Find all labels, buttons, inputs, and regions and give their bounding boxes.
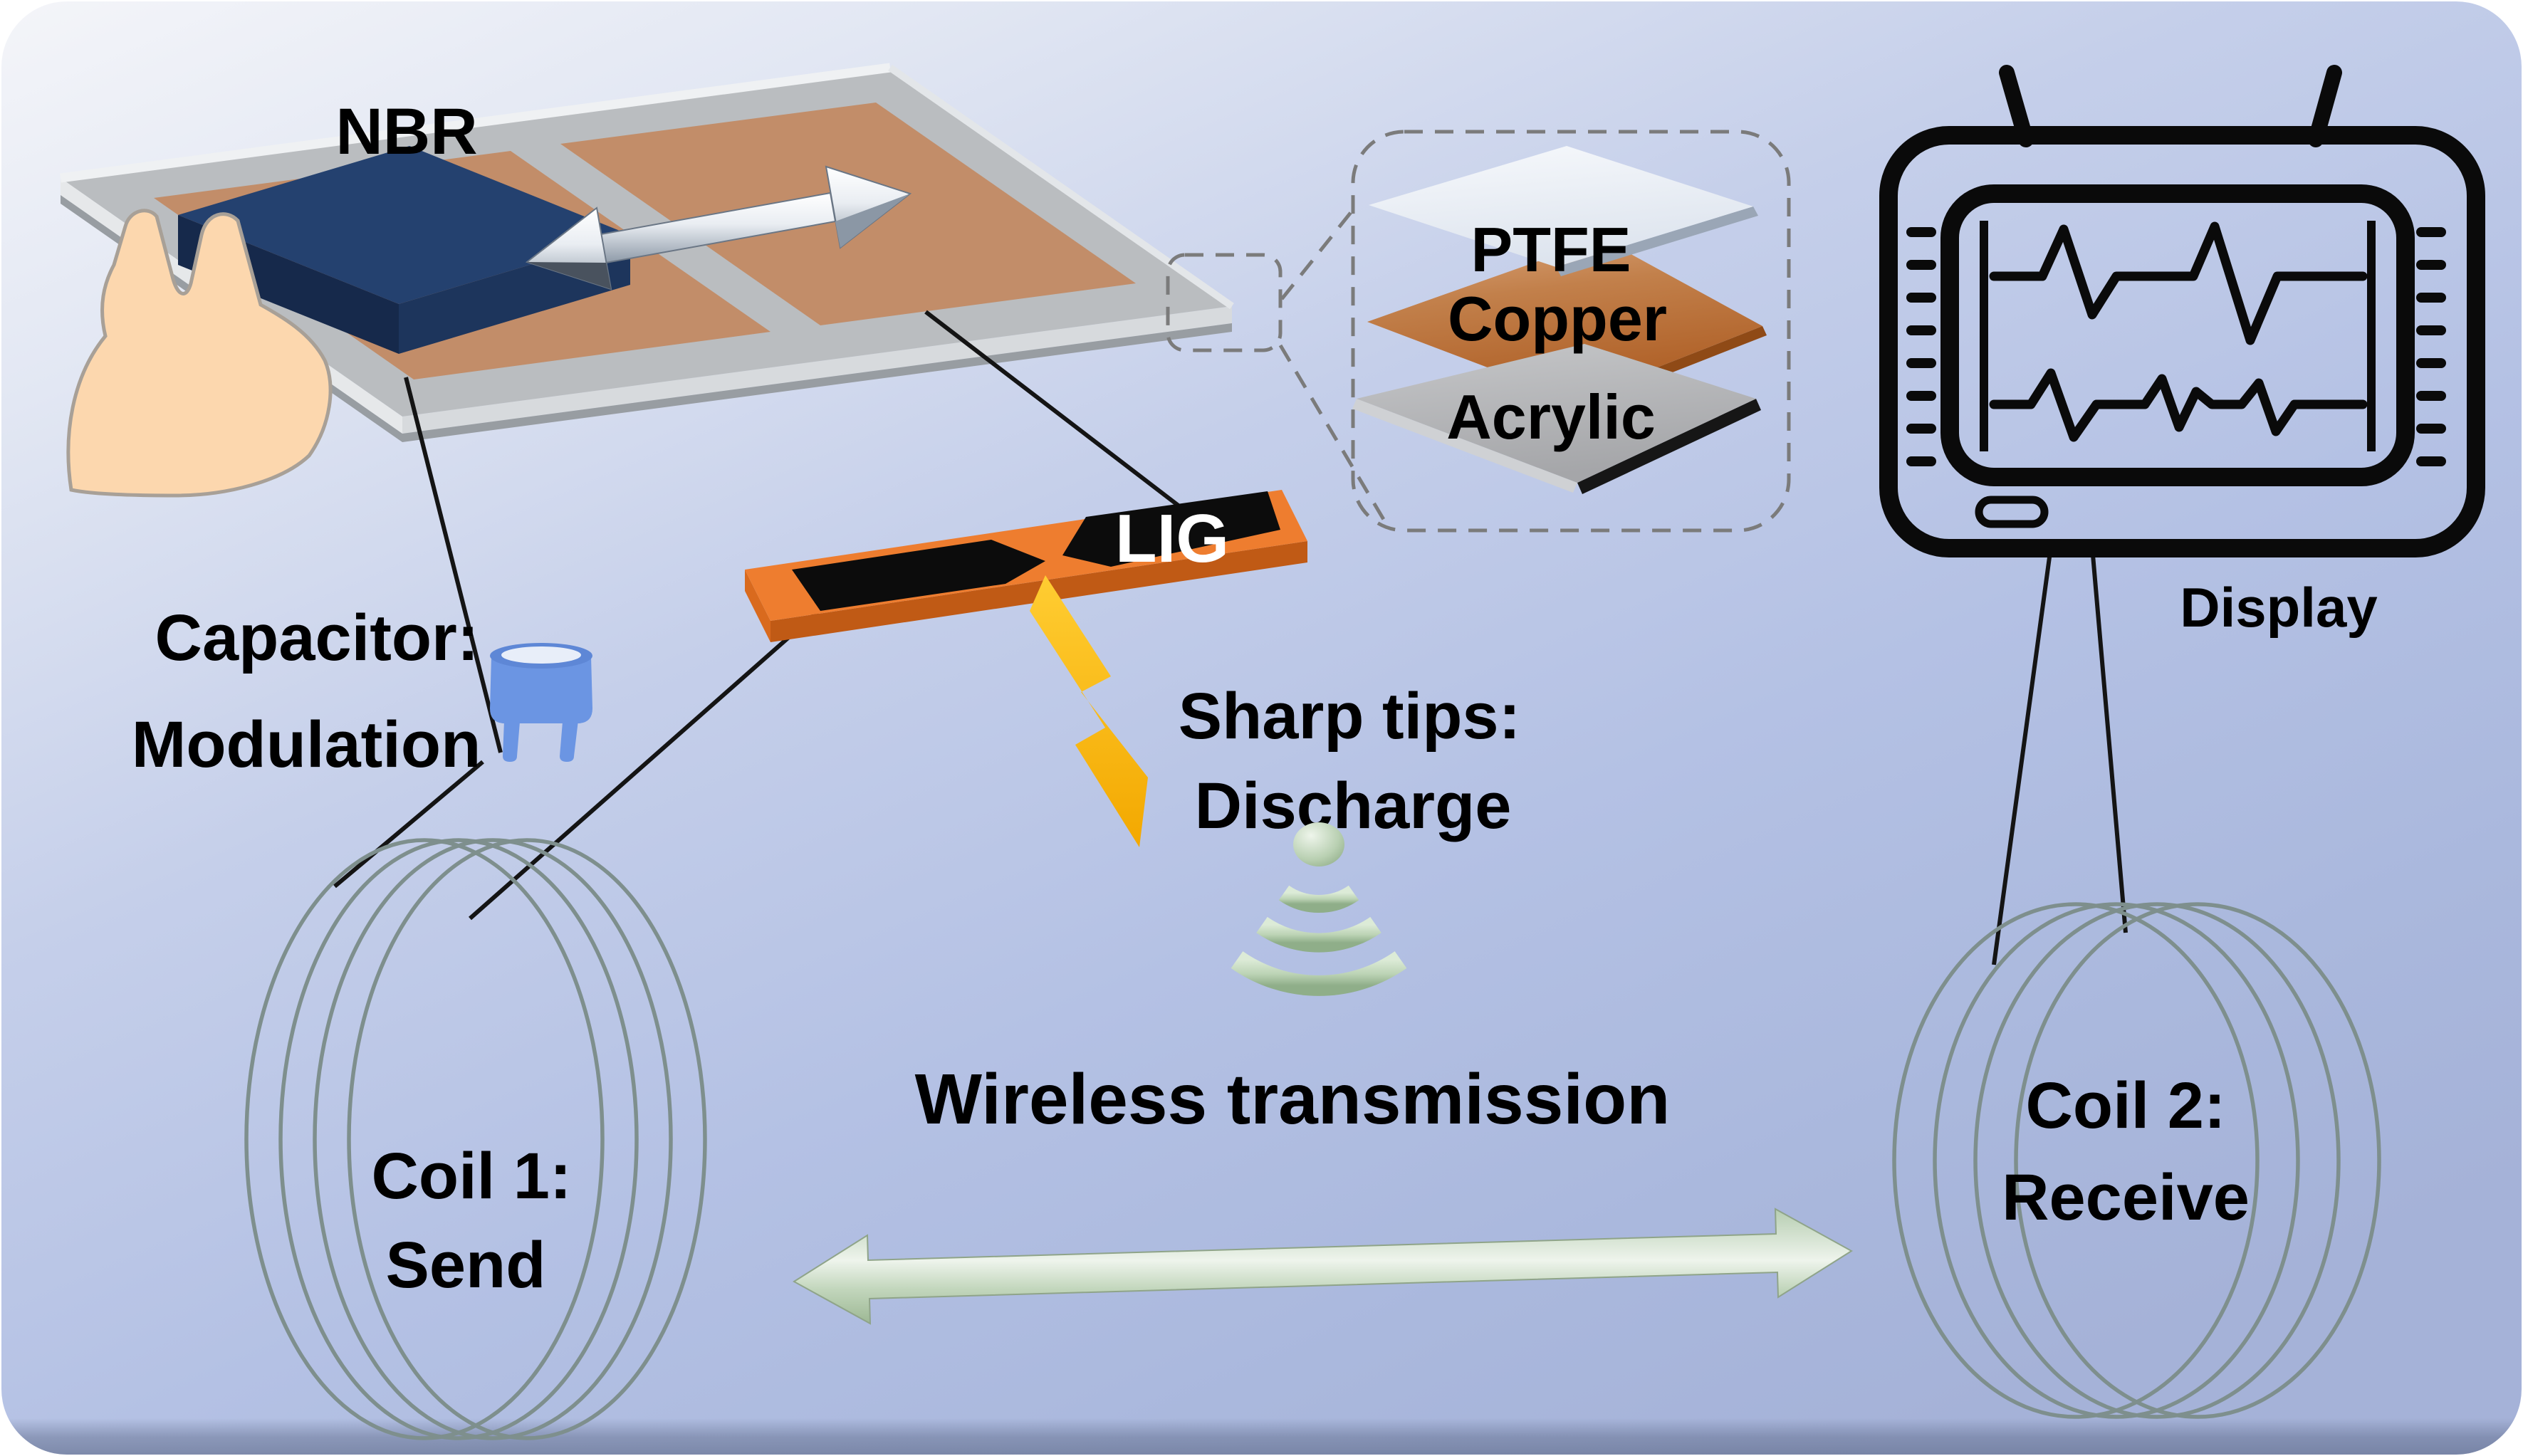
magnifier-source-box xyxy=(1166,253,1283,352)
slide-arrow-icon xyxy=(525,165,912,290)
display-label: Display xyxy=(2180,576,2377,639)
lig-board-end xyxy=(745,570,771,642)
layer-stack: PTFE Copper Acrylic xyxy=(1352,146,1767,494)
coil1-loop-3 xyxy=(313,838,673,1440)
coil-2: Coil 2: Receive xyxy=(1892,902,2381,1419)
display-button xyxy=(1975,496,2049,528)
wire-display-to-coil2-left xyxy=(1992,546,2053,965)
layer-copper-label: Copper xyxy=(1448,283,1667,354)
capacitor-rim-inner xyxy=(501,646,581,664)
coil1-loop-2 xyxy=(278,838,639,1440)
lig-label: LIG xyxy=(1115,501,1229,577)
coil1-label-line2: Send xyxy=(386,1229,546,1302)
coil2-loop-1 xyxy=(1892,902,2260,1419)
coil1-loop-1 xyxy=(244,838,605,1440)
display-outer-frame xyxy=(1879,126,2485,557)
wifi-arc-1 xyxy=(1278,885,1359,913)
magnifier-connector-bottom xyxy=(1278,344,1389,527)
coil2-label-line2: Receive xyxy=(2002,1161,2250,1234)
lightning-icon xyxy=(1030,575,1148,847)
capacitor-leg-left xyxy=(503,721,520,762)
hand-icon xyxy=(66,209,333,498)
coil1-label-line1: Coil 1: xyxy=(371,1140,571,1213)
coil-1: Coil 1: Send xyxy=(244,838,707,1440)
sharp-tips-label-line1: Sharp tips: xyxy=(1179,680,1520,753)
wireless-double-arrow xyxy=(793,1208,1853,1325)
lig-electrode-left xyxy=(792,540,1045,611)
wifi-arc-3 xyxy=(1231,951,1407,996)
display-monitor-icon xyxy=(1879,65,2485,557)
panel-rim-highlight-left xyxy=(60,63,891,183)
capacitor-label-line1: Capacitor: xyxy=(155,602,479,674)
wire-lig-to-coil1 xyxy=(469,607,822,921)
layer-acrylic-edge-dark xyxy=(1577,399,1761,494)
coil1-loop-4 xyxy=(347,838,707,1440)
nbr-block-top-face xyxy=(178,146,630,304)
layer-acrylic-edge-light xyxy=(1352,399,1577,493)
sharp-tips-label-line2: Discharge xyxy=(1195,770,1512,842)
layer-ptfe xyxy=(1369,146,1753,267)
wire-capacitor-to-coil1 xyxy=(333,760,484,889)
coil2-loop-2 xyxy=(1933,902,2300,1419)
layer-acrylic xyxy=(1357,344,1756,483)
layer-copper xyxy=(1367,239,1762,400)
magnifier-dashed-box xyxy=(1351,130,1791,533)
waveform-trace-lower xyxy=(1989,368,2368,442)
lig-electrode-right xyxy=(1062,491,1280,567)
layer-ptfe-edge xyxy=(1556,206,1758,276)
display-screen-frame xyxy=(1940,184,2415,486)
coil2-label-line1: Coil 2: xyxy=(2025,1069,2225,1142)
wireless-transmission-label: Wireless transmission xyxy=(915,1059,1671,1139)
nbr-label: NBR xyxy=(335,95,477,168)
wifi-dot xyxy=(1293,822,1344,866)
capacitor-label-line2: Modulation xyxy=(132,708,481,781)
waveform-trace-upper xyxy=(1989,221,2368,345)
display-ticks-right xyxy=(2416,227,2446,466)
coil2-loop-3 xyxy=(1973,902,2341,1419)
panel-edge-lower-right xyxy=(402,306,1232,434)
capacitor-icon xyxy=(490,643,592,762)
magnifier-callout xyxy=(1166,130,1791,533)
panel-rim-highlight-right xyxy=(888,64,1234,310)
capacitor-body xyxy=(490,656,592,723)
coil2-loop-4 xyxy=(2014,902,2381,1419)
wifi-signal-icon xyxy=(1231,822,1407,996)
wire-panel-to-lig xyxy=(924,310,1184,510)
wifi-arc-2 xyxy=(1256,916,1381,953)
slide-arrow-head-left-shade xyxy=(527,262,611,289)
wire-panel-to-capacitor xyxy=(404,377,503,753)
wire-display-to-coil2-right xyxy=(2090,546,2128,933)
layer-ptfe-label: PTFE xyxy=(1471,214,1631,285)
display-ticks-left xyxy=(1906,227,1936,466)
slide-arrow-head-right-shade xyxy=(835,194,910,248)
layer-acrylic-label: Acrylic xyxy=(1446,382,1656,452)
capacitor-leg-right xyxy=(560,721,578,762)
magnifier-connector-top xyxy=(1280,206,1356,300)
